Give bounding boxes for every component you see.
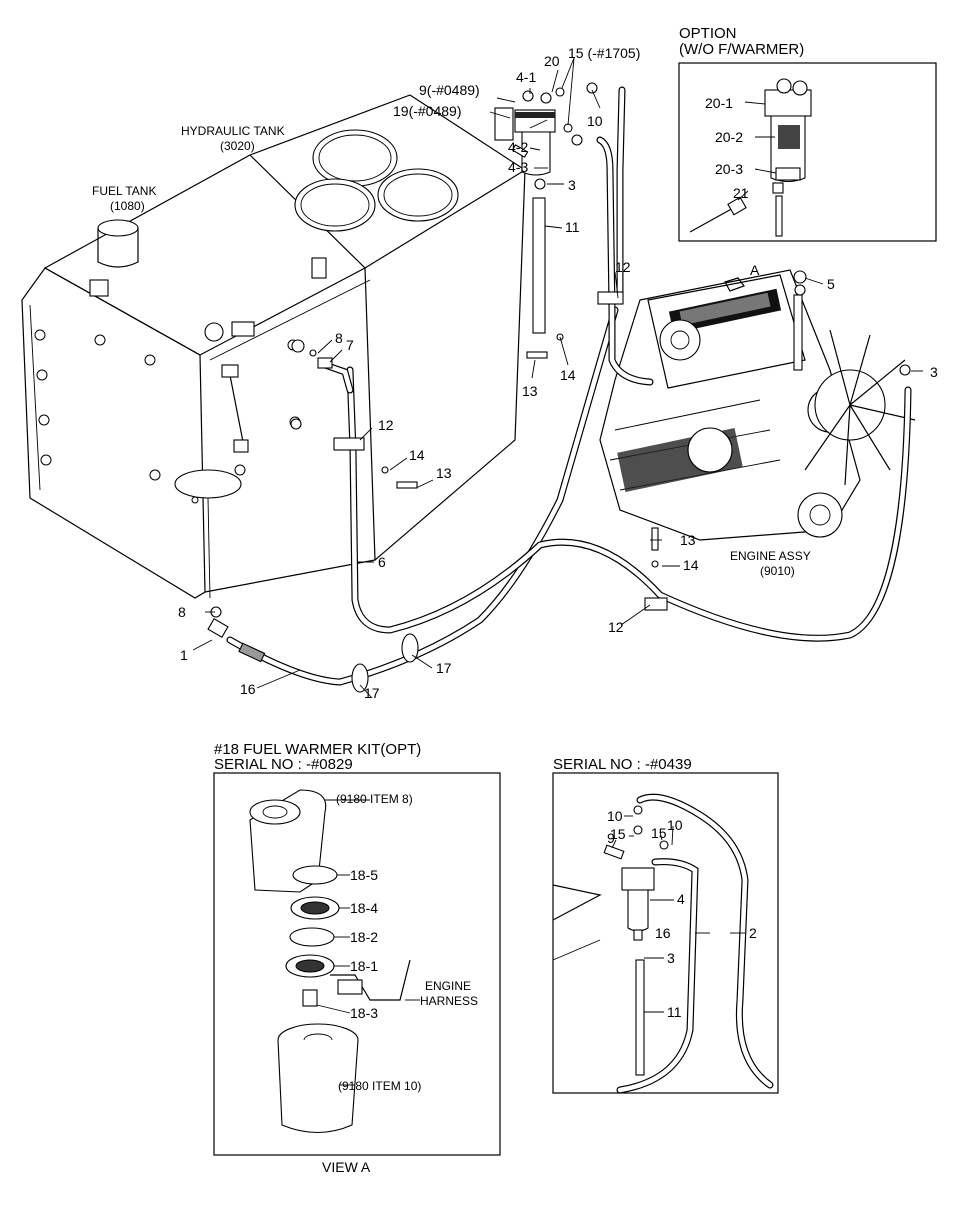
hydraulic-tank-label: HYDRAULIC TANK bbox=[181, 124, 285, 138]
callout-3-top: 3 bbox=[568, 177, 576, 193]
serial-label-15-right: 15 bbox=[651, 825, 667, 841]
serial-label-11: 11 bbox=[667, 1004, 682, 1020]
callout-17-right: 17 bbox=[436, 660, 452, 676]
leader-lines bbox=[192, 57, 923, 699]
option-label-20-2: 20-2 bbox=[715, 129, 743, 145]
option-subtitle: (W/O F/WARMER) bbox=[679, 41, 804, 58]
option-inset: OPTION (W/O F/WARMER) 20-1 20-2 20-3 21 bbox=[678, 25, 937, 242]
fuel-tank-ref: (1080) bbox=[110, 199, 145, 213]
callout-13-bottom: 13 bbox=[680, 532, 696, 548]
engine-fan bbox=[797, 329, 916, 538]
callout-14-top: 14 bbox=[560, 367, 576, 383]
callout-19: 19(-#0489) bbox=[393, 103, 462, 119]
view-a-caption: VIEW A bbox=[322, 1159, 371, 1175]
callout-17-left: 17 bbox=[364, 685, 380, 701]
callout-14-bottom: 14 bbox=[683, 557, 699, 573]
serial-label-3: 3 bbox=[667, 950, 675, 966]
serial-label-16: 16 bbox=[655, 925, 671, 941]
callout-9: 9(-#0489) bbox=[419, 82, 480, 98]
serial-label-2: 2 bbox=[749, 925, 757, 941]
callout-6: 6 bbox=[378, 554, 386, 570]
warmer-label-18-4: 18-4 bbox=[350, 900, 378, 916]
engine-assy-label: ENGINE ASSY bbox=[730, 549, 811, 563]
callout-14-mid: 14 bbox=[409, 447, 425, 463]
callout-8-bottom: 8 bbox=[178, 604, 186, 620]
option-label-21: 21 bbox=[733, 185, 749, 201]
serial-label-4: 4 bbox=[677, 891, 685, 907]
serial-label-10-left: 10 bbox=[607, 808, 623, 824]
hydraulic-tank-ref: (3020) bbox=[220, 139, 255, 153]
option-label-20-1: 20-1 bbox=[705, 95, 733, 111]
option-title: OPTION bbox=[679, 25, 737, 42]
fuel-filter-assembly bbox=[494, 87, 573, 176]
callout-8-top: 8 bbox=[335, 330, 343, 346]
callout-13-top: 13 bbox=[522, 383, 538, 399]
fuel-tank-label: FUEL TANK bbox=[92, 184, 156, 198]
serial-label-9: 9 bbox=[607, 830, 615, 846]
callout-4-1: 4-1 bbox=[516, 69, 536, 85]
engine-harness-label-2: HARNESS bbox=[420, 994, 478, 1008]
callout-15: 15 (-#1705) bbox=[568, 45, 640, 61]
engine-assy-ref: (9010) bbox=[760, 564, 795, 578]
view-a-marker: A bbox=[750, 262, 760, 278]
callout-7: 7 bbox=[346, 337, 354, 353]
callout-13-mid: 13 bbox=[436, 465, 452, 481]
callout-20: 20 bbox=[544, 53, 560, 69]
warmer-ref-top: (9180 ITEM 8) bbox=[336, 792, 413, 806]
serial-label-15-left: 15 bbox=[610, 826, 626, 842]
callout-3-right: 3 bbox=[930, 364, 938, 380]
main-labels: HYDRAULIC TANK (3020) FUEL TANK (1080) E… bbox=[92, 45, 938, 701]
callout-1: 1 bbox=[180, 647, 188, 663]
fuel-hoses bbox=[226, 86, 912, 686]
callout-4-2: 4-2 bbox=[508, 139, 528, 155]
callout-11: 11 bbox=[565, 219, 580, 235]
callout-10: 10 bbox=[587, 113, 603, 129]
callout-12-mid: 12 bbox=[378, 417, 394, 433]
engine-harness-label-1: ENGINE bbox=[425, 979, 471, 993]
callout-12-bottom: 12 bbox=[608, 619, 624, 635]
tank-assembly bbox=[21, 94, 527, 599]
serial-label-10-right: 10 bbox=[667, 817, 683, 833]
fuel-warmer-kit-inset: #18 FUEL WARMER KIT(OPT) SERIAL NO : -#0… bbox=[213, 741, 501, 1175]
fittings bbox=[207, 82, 911, 693]
warmer-label-18-1: 18-1 bbox=[350, 958, 378, 974]
callout-16: 16 bbox=[240, 681, 256, 697]
warmer-kit-serial: SERIAL NO : -#0829 bbox=[214, 756, 353, 773]
warmer-ref-bottom: (9180 ITEM 10) bbox=[338, 1079, 421, 1093]
warmer-label-18-3: 18-3 bbox=[350, 1005, 378, 1021]
serial-inset: SERIAL NO : -#0439 10 15 9 15 10 4 16 2 bbox=[552, 756, 779, 1094]
callout-5: 5 bbox=[827, 276, 835, 292]
engine-assembly bbox=[599, 269, 916, 541]
callout-4-3: 4-3 bbox=[508, 159, 528, 175]
warmer-label-18-5: 18-5 bbox=[350, 867, 378, 883]
callout-12-top: 12 bbox=[615, 259, 631, 275]
option-label-20-3: 20-3 bbox=[715, 161, 743, 177]
warmer-label-18-2: 18-2 bbox=[350, 929, 378, 945]
serial-box-title: SERIAL NO : -#0439 bbox=[553, 756, 692, 773]
warmer-kit-title: #18 FUEL WARMER KIT(OPT) bbox=[214, 741, 421, 758]
access-cover-group bbox=[294, 129, 459, 232]
